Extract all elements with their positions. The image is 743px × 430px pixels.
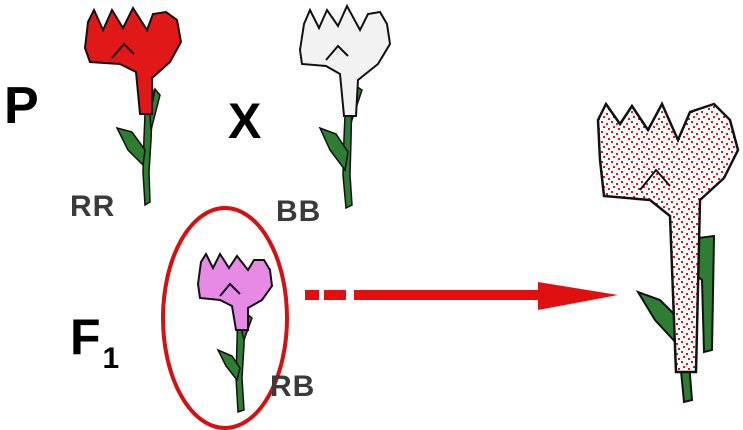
- result-arrow-icon: [305, 282, 618, 310]
- genotype-white-parent: BB: [276, 195, 322, 228]
- cross-symbol: X: [228, 93, 262, 149]
- f1-letter: F: [70, 309, 101, 365]
- parent-generation-label: P: [4, 77, 39, 135]
- f1-generation-label: F1: [70, 308, 119, 375]
- f1-subscript: 1: [102, 342, 120, 375]
- speckled-flower-icon: [596, 101, 740, 404]
- pink-flower-icon: [196, 251, 274, 414]
- red-flower-icon: [83, 5, 183, 207]
- f1-highlight-ellipse: [161, 206, 289, 430]
- white-flower-icon: [298, 3, 392, 210]
- genotype-red-parent: RR: [70, 190, 116, 223]
- genotype-f1-offspring: RB: [270, 370, 316, 403]
